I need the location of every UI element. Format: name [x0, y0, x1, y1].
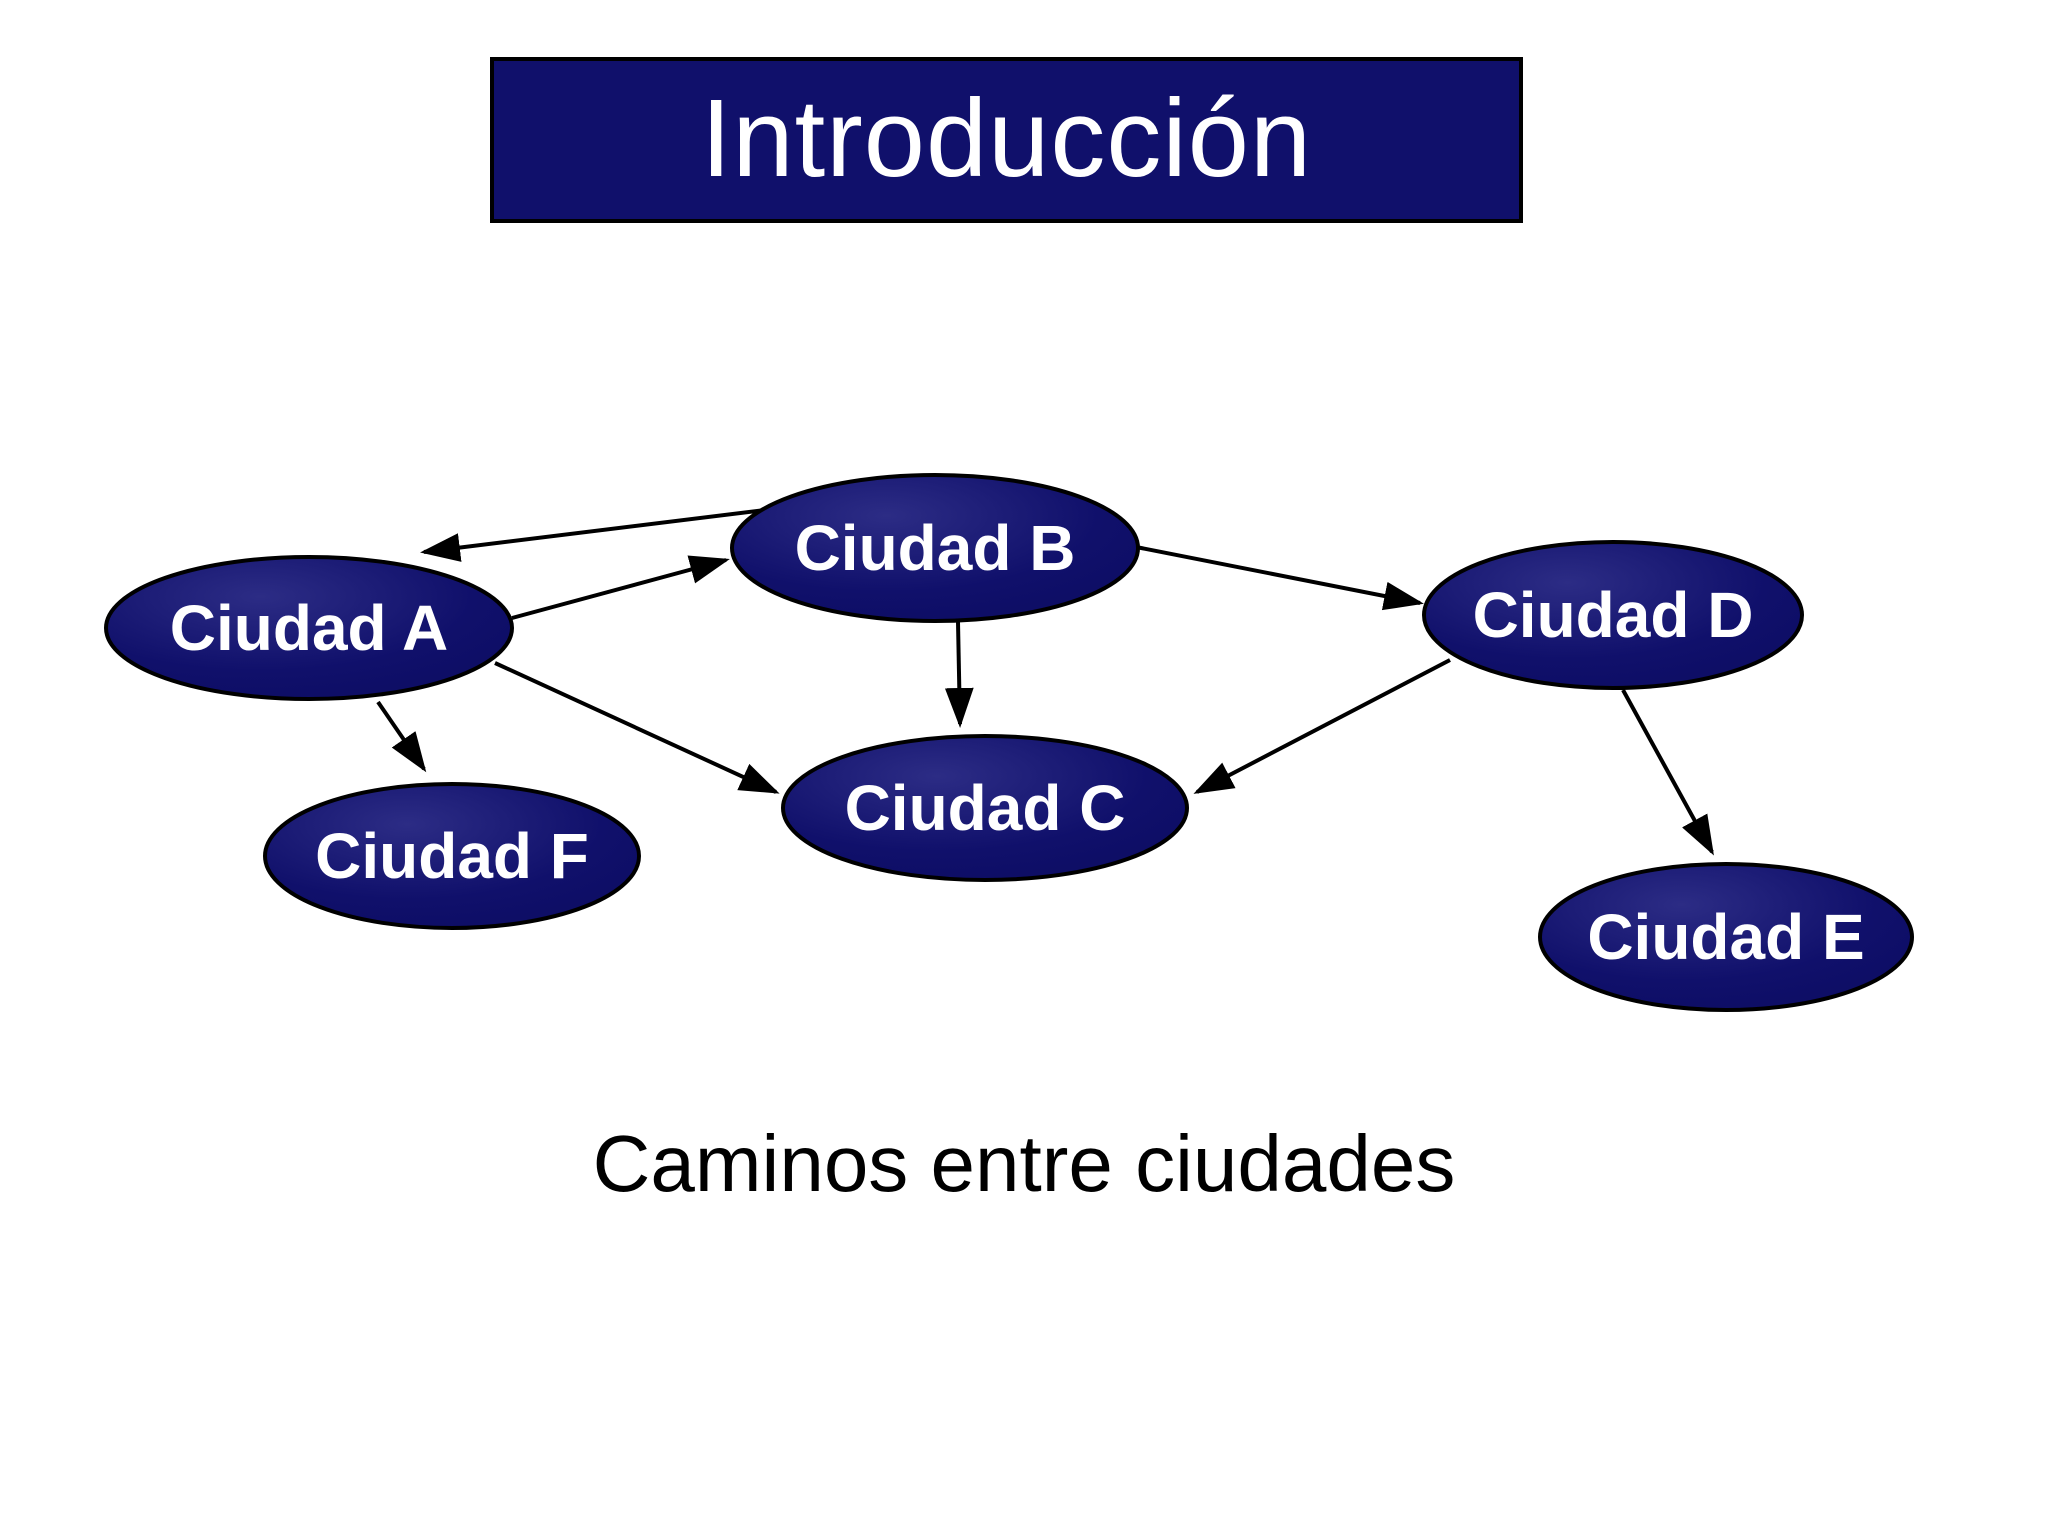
node-ellipse — [1538, 862, 1914, 1012]
node-label: Ciudad D — [1473, 579, 1754, 651]
node-ciudad-e: Ciudad E — [1538, 862, 1914, 1012]
edge-a-to-f — [376, 700, 427, 773]
node-ciudad-f: Ciudad F — [263, 782, 641, 930]
node-label: Ciudad C — [845, 772, 1126, 844]
node-ellipse — [730, 473, 1140, 623]
node-label: Ciudad F — [315, 820, 589, 892]
edge-b-to-d — [1135, 545, 1424, 611]
edge-b-to-a — [420, 508, 766, 562]
node-label: Ciudad B — [795, 512, 1076, 584]
node-ellipse — [781, 734, 1189, 882]
edge-d-to-c — [1193, 658, 1451, 794]
edge-d-to-e — [1621, 689, 1714, 856]
nodes-layer: Ciudad A Ciudad B Ciudad C Ciudad D Ciudad E… — [104, 473, 1914, 1012]
node-ciudad-b: Ciudad B — [730, 473, 1140, 623]
edge-a-to-c — [494, 661, 780, 794]
node-label: Ciudad E — [1587, 901, 1864, 973]
edge-b-to-c — [944, 621, 974, 728]
title-banner: Introducción — [490, 57, 1523, 223]
node-ciudad-a: Ciudad A — [104, 555, 514, 701]
edge-a-to-b — [511, 555, 730, 620]
node-ellipse — [104, 555, 514, 701]
node-ellipse — [263, 782, 641, 930]
node-ellipse — [1422, 540, 1804, 690]
caption: Caminos entre ciudades — [592, 1119, 1456, 1208]
node-label: Ciudad A — [170, 592, 449, 664]
node-ciudad-d: Ciudad D — [1422, 540, 1804, 690]
edges-layer — [376, 508, 1714, 856]
node-ciudad-c: Ciudad C — [781, 734, 1189, 882]
page-title: Introducción — [700, 76, 1313, 200]
